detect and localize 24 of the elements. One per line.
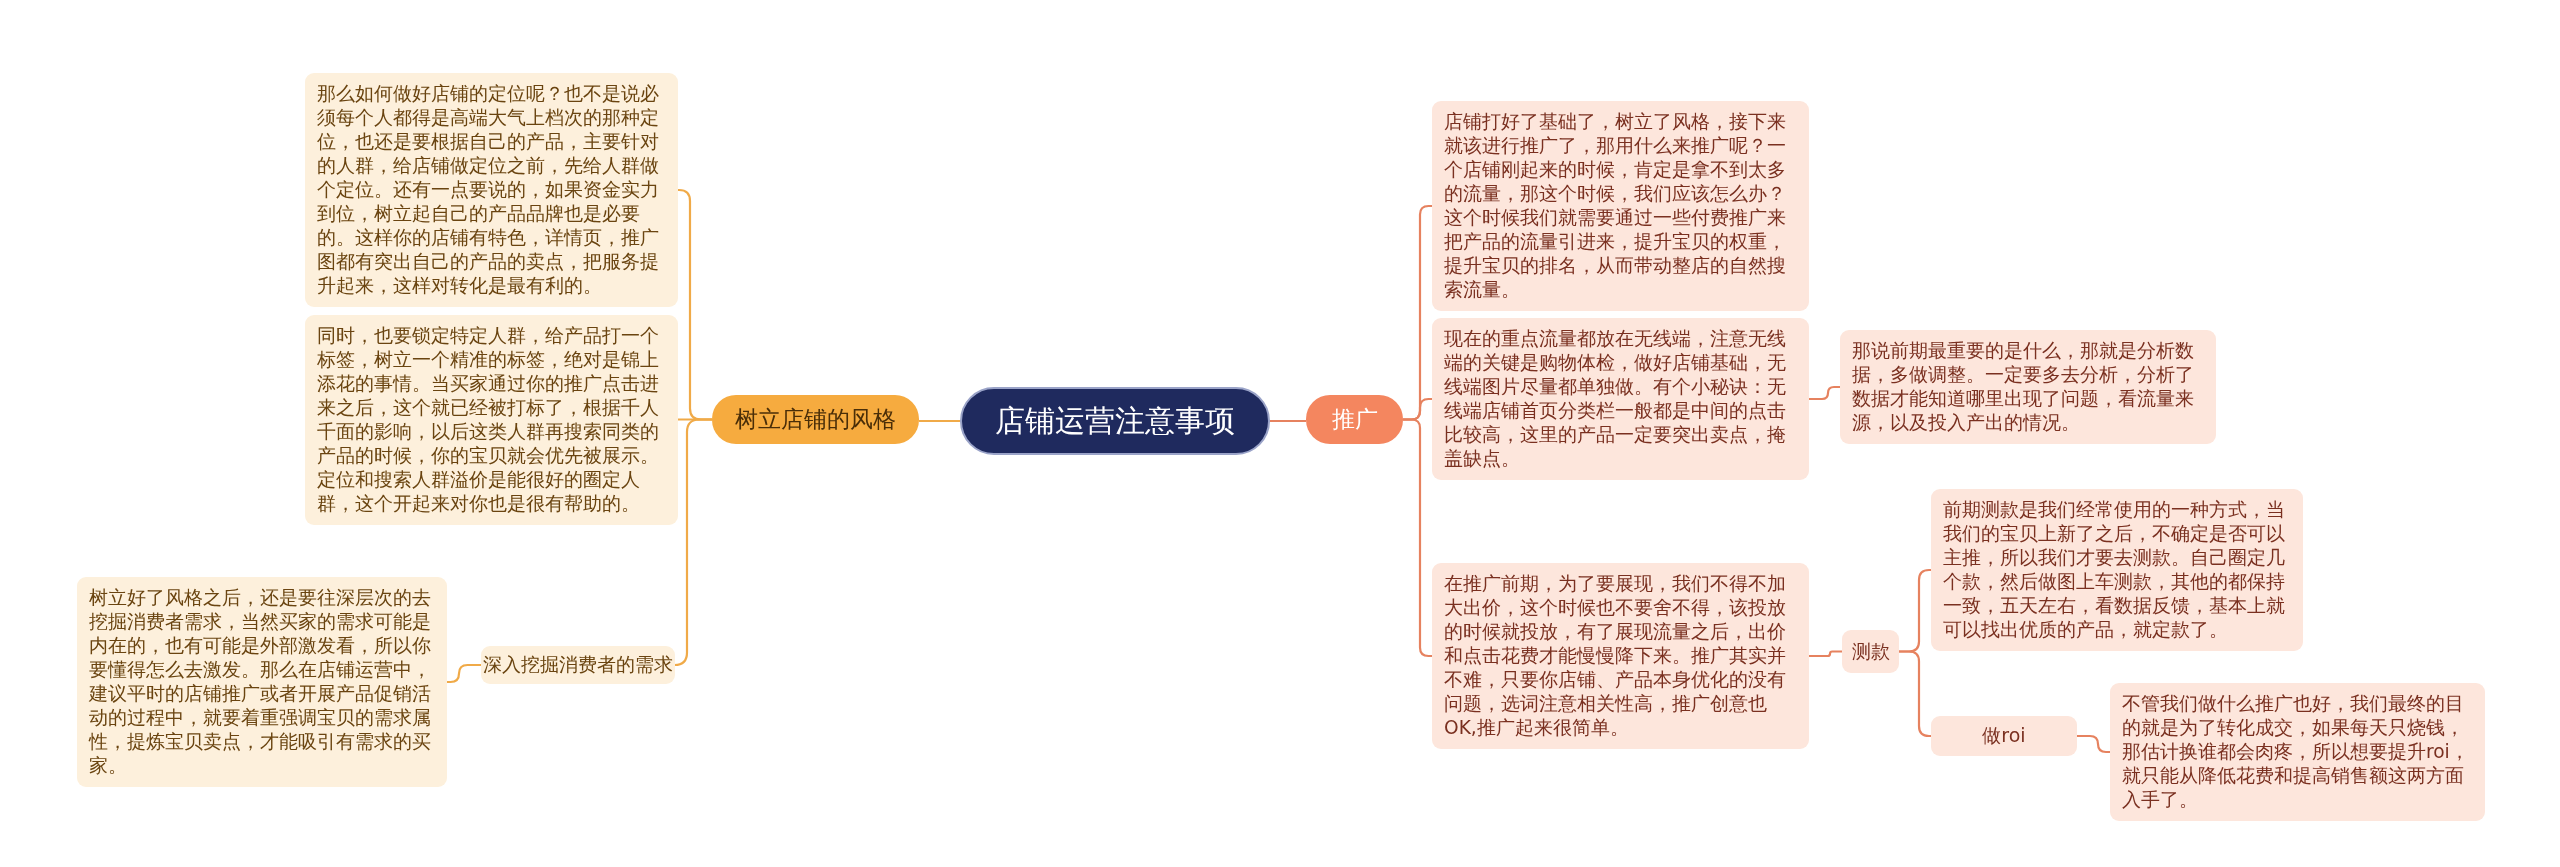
connector-line — [2077, 734, 2110, 754]
connector-line — [673, 418, 712, 667]
connector-line — [919, 419, 960, 423]
main-topic: 树立店铺的风格 — [712, 395, 919, 444]
note-box: 现在的重点流量都放在无线端，注意无线端的关键是购物体检，做好店铺基础，无线端图片尽量都单独做。有个小秘诀：无线端店铺首页分类栏一般都是中间的点击比较高，这里的产品一定要突出卖点，掩盖缺点。 — [1432, 318, 1809, 480]
subtopic-box: 深入挖掘消费者的需求 — [481, 646, 675, 684]
note-box: 不管我们做什么推广也好，我们最终的目的就是为了转化成交，如果每天只烧钱，那估计换谁都会肉疼，所以想要提升roi，就只能从降低花费和提高销售额这两方面入手了。 — [2110, 683, 2485, 821]
central-topic: 店铺运营注意事项 — [960, 387, 1270, 455]
note-box: 那说前期最重要的是什么，那就是分析数据，多做调整。一定要多去分析，分析了数据才能知道哪里出现了问题，看流量来源，以及投入产出的情况。 — [1840, 330, 2216, 444]
connector-line — [447, 663, 481, 684]
note-box: 同时，也要锁定特定人群，给产品打一个标签，树立一个精准的标签，绝对是锦上添花的事情。当买家通过你的推广点击进来之后，这个就已经被打标了，根据千人千面的影响，以后这类人群再搜索同类的产品的时候，你的宝贝就会优先被展示。定位和搜索人群溢价是能很好的圈定人群，这个开起来对你也是很有帮助的。 — [305, 315, 678, 525]
note-box: 在推广前期，为了要展现，我们不得不加大出价，这个时候也不要舍不得，该投放的时候就投放，有了展现流量之后，出价和点击花费才能慢慢降下来。推广其实并不难，只要你店铺、产品本身优化的没有问题，选词注意相关性高，推广创意也OK,推广起来很简单。 — [1432, 563, 1809, 749]
connector-line — [1809, 650, 1842, 658]
connector-line — [1270, 419, 1306, 423]
note-box: 树立好了风格之后，还是要往深层次的去挖掘消费者需求，当然买家的需求可能是内在的，也有可能是外部激发看，所以你要懂得怎么去激发。那么在店铺运营中，建议平时的店铺推广或者开展产品促销活动的过程中，就要着重强调宝贝的需求属性，提炼宝贝卖点，才能吸引有需求的买家。 — [77, 577, 447, 787]
note-box: 店铺打好了基础了，树立了风格，接下来就该进行推广了，那用什么来推广呢？一个店铺刚起来的时候，肯定是拿不到太多的流量，那这个时候，我们应该怎么办？这个时候我们就需要通过一些付费推广来把产品的流量引进来，提升宝贝的权重，提升宝贝的排名，从而带动整店的自然搜索流量。 — [1432, 101, 1809, 311]
subtopic-box: 做roi — [1931, 716, 2077, 756]
subtopic-box: 测款 — [1842, 630, 1899, 673]
note-box: 前期测款是我们经常使用的一种方式，当我们的宝贝上新了之后，不确定是否可以主推，所以我们才要去测款。自己圈定几个款，然后做图上车测款，其他的都保持一致，五天左右，看数据反馈，基本上就可以找出优质的产品，就定款了。 — [1931, 489, 2303, 651]
note-box: 那么如何做好店铺的定位呢？也不是说必须每个人都得是高端大气上档次的那种定位，也还是要根据自己的产品，主要针对的人群，给店铺做定位之前，先给人群做个定位。还有一点要说的，如果资金实力到位，树立起自己的产品品牌也是必要的。这样你的店铺有特色，详情页，推广图都有突出自己的产品的卖点，把服务提升起来，这样对转化是最有利的。 — [305, 73, 678, 307]
connector-line — [1899, 650, 1931, 738]
connector-line — [1403, 418, 1432, 658]
connector-line — [1809, 385, 1840, 401]
main-topic: 推广 — [1306, 395, 1403, 444]
